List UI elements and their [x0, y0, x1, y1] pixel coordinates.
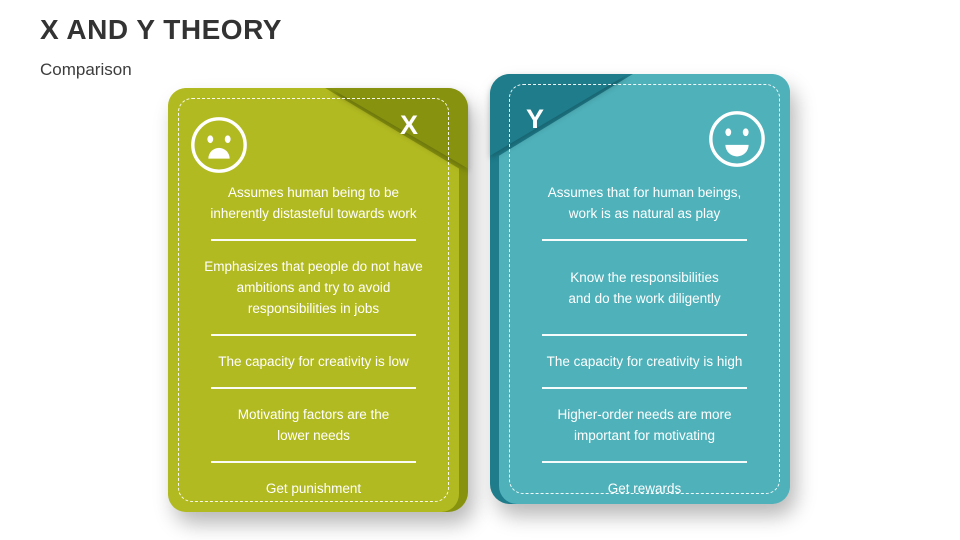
happy-face-icon [706, 108, 768, 170]
card-item: Assumes human being to be inherently dis… [210, 185, 417, 221]
sad-face-icon [188, 114, 250, 176]
slide-subtitle: Comparison [40, 60, 132, 79]
card-theory-x: X Assumes human being to be inherently d… [168, 88, 468, 512]
item-separator [211, 239, 416, 241]
item-separator [211, 334, 416, 336]
card-item: The capacity for creativity is high [546, 354, 743, 369]
card-item: Get rewards [607, 481, 682, 496]
card-item: The capacity for creativity is low [218, 354, 409, 369]
card-item: Assumes that for human beings, work is a… [547, 185, 742, 221]
card-y-items: Assumes that for human beings, work is a… [499, 74, 790, 499]
card-item: Emphasizes that people do not have ambit… [204, 259, 423, 316]
card-item: Get punishment [265, 481, 362, 496]
item-separator [542, 239, 747, 241]
item-separator [542, 334, 747, 336]
item-separator [542, 461, 747, 463]
card-x-items: Assumes human being to be inherently dis… [168, 88, 459, 499]
item-separator [542, 387, 747, 389]
item-separator [211, 461, 416, 463]
card-item: Motivating factors are the lower needs [237, 407, 390, 443]
page-title: X AND Y THEORY [40, 14, 282, 45]
card-item: Higher-order needs are more important fo… [557, 407, 732, 443]
card-item: Know the responsibilities and do the wor… [568, 269, 721, 306]
card-theory-y: Y Assumes that for human beings, work is… [490, 74, 790, 504]
item-separator [211, 387, 416, 389]
